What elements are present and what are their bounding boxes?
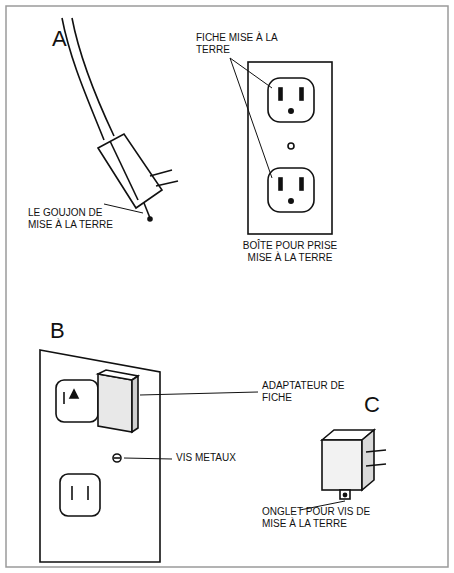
leader-line [104, 204, 143, 213]
panel-letter: B [50, 318, 90, 344]
panel-letter: A [52, 26, 92, 52]
frame [6, 6, 448, 567]
callout-label: BOÎTE POUR PRISE MISE À LA TERRE [232, 240, 348, 264]
callout-label: ONGLET POUR VIS DE MISE À LA TERRE [262, 506, 382, 530]
plug-adapter [322, 430, 386, 499]
wall-outlet-with-adapter [40, 350, 160, 562]
callout-label: VIS METAUX [176, 452, 276, 464]
leader-line [140, 392, 258, 395]
leader-line [124, 458, 172, 459]
leader-line [230, 58, 272, 88]
callout-label: FICHE MISE À LA TERRE [196, 32, 280, 56]
leader-line [230, 58, 272, 178]
grounded-outlet-box [248, 62, 332, 234]
callout-label: LE GOUJON DE MISE À LA TERRE [28, 207, 128, 231]
callout-label: ADAPTATEUR DE FICHE [262, 380, 346, 404]
panel-letter: C [364, 392, 404, 418]
grounded-plug [62, 18, 178, 221]
